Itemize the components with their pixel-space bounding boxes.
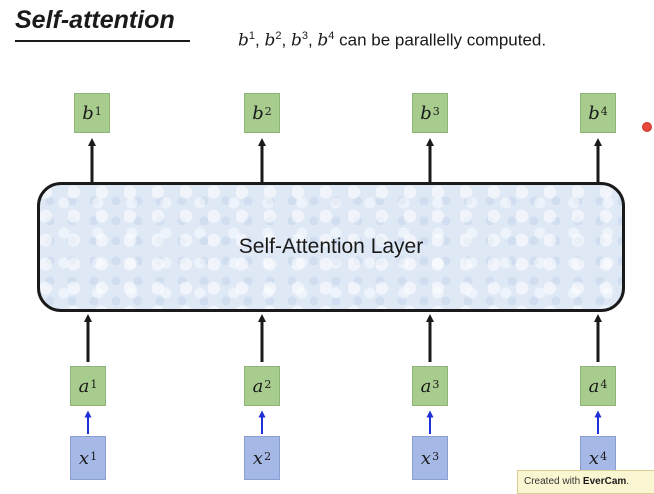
input-var: x: [588, 447, 600, 469]
input-sup: 4: [600, 449, 608, 463]
hidden-var: a: [588, 375, 600, 397]
caption-sup-4: 4: [328, 30, 335, 42]
layer-label: Self-Attention Layer: [238, 235, 424, 258]
output-sup: 1: [94, 104, 102, 118]
hidden-sup: 4: [600, 377, 608, 391]
watermark-prefix: Created with: [524, 476, 583, 487]
caption: b1, b2, b3, b4 can be parallelly compute…: [238, 30, 547, 51]
caption-var-4: b: [317, 30, 329, 51]
output-var: b: [82, 102, 94, 124]
evercam-watermark: Created with EverCam.: [517, 470, 654, 494]
hidden-var: a: [78, 375, 90, 397]
caption-text: can be parallelly computed.: [334, 30, 547, 50]
input-sup: 2: [264, 449, 272, 463]
hidden-var: a: [420, 375, 432, 397]
output-sup: 2: [264, 104, 272, 118]
caption-var-2: b: [264, 30, 276, 51]
caption-sup-1: 1: [248, 30, 256, 42]
input-sup: 1: [90, 449, 98, 463]
hidden-sup: 1: [90, 377, 98, 391]
input-var: x: [78, 447, 90, 469]
watermark-brand: EverCam: [582, 476, 627, 487]
output-var: b: [252, 102, 264, 124]
input-var: x: [420, 447, 432, 469]
output-var: b: [420, 102, 432, 124]
hidden-sup: 2: [264, 377, 272, 391]
slide-title: Self-attention: [15, 6, 175, 34]
hidden-sup: 3: [432, 377, 440, 391]
caption-sup-2: 2: [275, 30, 282, 42]
caption-sup-3: 3: [301, 30, 308, 42]
output-sup: 3: [432, 104, 440, 118]
input-var: x: [252, 447, 264, 469]
output-sup: 4: [600, 104, 608, 118]
caption-var-3: b: [290, 30, 302, 51]
output-var: b: [588, 102, 600, 124]
laser-pointer-dot: [642, 122, 652, 132]
input-sup: 3: [432, 449, 440, 463]
caption-var-1: b: [238, 30, 249, 51]
title-underline: [15, 40, 190, 42]
self-attention-layer: Self-Attention Layer: [37, 182, 625, 312]
watermark-suffix: .: [626, 476, 630, 487]
hidden-var: a: [252, 375, 264, 397]
